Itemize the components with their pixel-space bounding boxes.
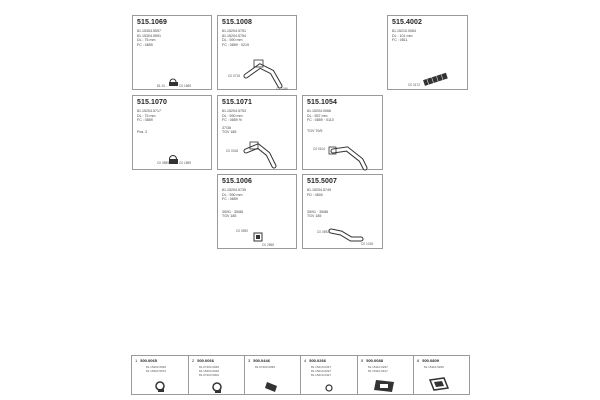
vehicle-note: 35/91 · 35/86 TGV 185 [222,210,244,219]
part-card-515-1008: 515.1008 81.15204.5751 81.15204.5754 DL … [217,15,297,91]
part-specs: 81.15204.5735 DL : 590 mm FC : 0859 [222,188,246,202]
pipe-drawing: C0 0592 C0 1018 [317,228,373,246]
part-card-515-4002: 515.4002 81.15210.0064 DL : 101 mm FC : … [387,15,468,90]
callout: C0 0592 [236,229,248,233]
accessory-code: 500.0065 [140,358,157,363]
position-note: Pos. 2 [137,130,148,134]
callout: C0 0715 [228,74,240,78]
part-card-515-1069: 515.1069 81.15304.5597 81.15304.5591 DL … [132,15,212,90]
callout: C0 0104 [313,147,325,151]
part-card-515-5007: 515.5007 81.15204.5749 FD : 4500 35/91 ·… [302,174,383,249]
callout: C0 1018 [361,242,373,246]
part-code: 515.1006 [222,178,252,185]
part-code: 515.1070 [137,99,167,106]
ring-icon [325,384,333,392]
part-specs: 81.15210.0064 DL : 101 mm FC : 0811 [392,29,416,43]
part-card-515-1054: 515.1054 81.15204.0066 DL : 557 mm FC : … [302,95,383,171]
mount-icon [374,380,394,392]
part-specs: 81.15204.5749 FD : 4500 [307,188,331,197]
clamp-drawing: 81.10... C0 1569 [157,78,191,88]
part-card-515-1070: 515.1070 81.15204.5717 DL : 75 mm FC : 0… [132,95,212,170]
accessory-refs: 81.07403.0095 [255,365,276,369]
pipe-drawing: C0 0318 [226,141,277,169]
accessory-refs: 81.15210.0437 81.15210.0297 81.15210.042… [311,365,332,377]
callout: C0 0592 [317,230,329,234]
clamp-icon [212,382,222,393]
accessory-code: 500.0446 [253,358,270,363]
pipe-drawing: C0 0715 C0 1186 [228,59,288,91]
accessory-refs: 81.15110.5269 [424,365,444,369]
callout: C0 1186 [276,87,288,91]
vehicle-note: 37/36 TGV 185 [222,126,237,135]
part-specs: 81.15204.0066 DL : 557 mm FC : 0859 · 01… [307,109,334,123]
vehicle-note: TGV 70/5 [307,129,323,133]
part-code: 515.1069 [137,19,167,26]
callout: C0 1569 [179,84,191,88]
part-code: 515.1054 [307,99,337,106]
vehicle-note: 35/91 · 35/86 TGV 185 [307,210,329,219]
bracket-icon [265,382,277,392]
part-code: 515.4002 [392,19,422,26]
clamp-drawing: C0 0859 C0 1859 [157,155,191,165]
part-card-515-1006: 515.1006 81.15204.5735 DL : 590 mm FC : … [217,174,297,249]
accessory-code: 500.0266 [309,358,326,363]
pipe-drawing: C0 0104 [313,146,368,171]
callout: C0 0859 [157,161,169,165]
part-specs: 81.15204.5717 DL : 75 mm FC : 0859 [137,109,161,123]
callout: C0 0318 [226,149,238,153]
callout: 81.10... [157,84,168,88]
accessory-refs: 81.15110.0297 81.15110.0427 [368,365,388,373]
callout: C0 1859 [179,161,191,165]
callout: C0 0172 [408,83,420,87]
part-code: 515.1008 [222,19,252,26]
part-specs: 81.15204.5753 DL : 590 mm FC : 0859 % [222,109,246,123]
gasket-icon [428,377,450,391]
part-code: 515.1071 [222,99,252,106]
flex-pipe-drawing: C0 0172 [408,72,448,87]
part-specs: 81.15204.5751 81.15204.5754 DL : 590 mm … [222,29,249,47]
accessory-code: 500.0088 [366,358,383,363]
part-card-515-1071: 515.1071 81.15204.5753 DL : 590 mm FC : … [217,95,297,170]
accessory-refs: 81.15403.6030 81.15403.6072 [146,365,167,373]
pipe-drawing: C0 0592 C0 2655 [236,229,274,247]
accessory-code: 500.0809 [422,358,439,363]
part-code: 515.5007 [307,178,337,185]
accessory-code: 500.0066 [197,358,214,363]
accessory-refs: 81.07403.0066 81.15403.6026 81.07403.500… [199,365,220,377]
part-specs: 81.15304.5597 81.15304.5591 DL : 75 mm F… [137,29,161,47]
clamp-icon [155,381,165,392]
callout: C0 2655 [262,243,274,247]
